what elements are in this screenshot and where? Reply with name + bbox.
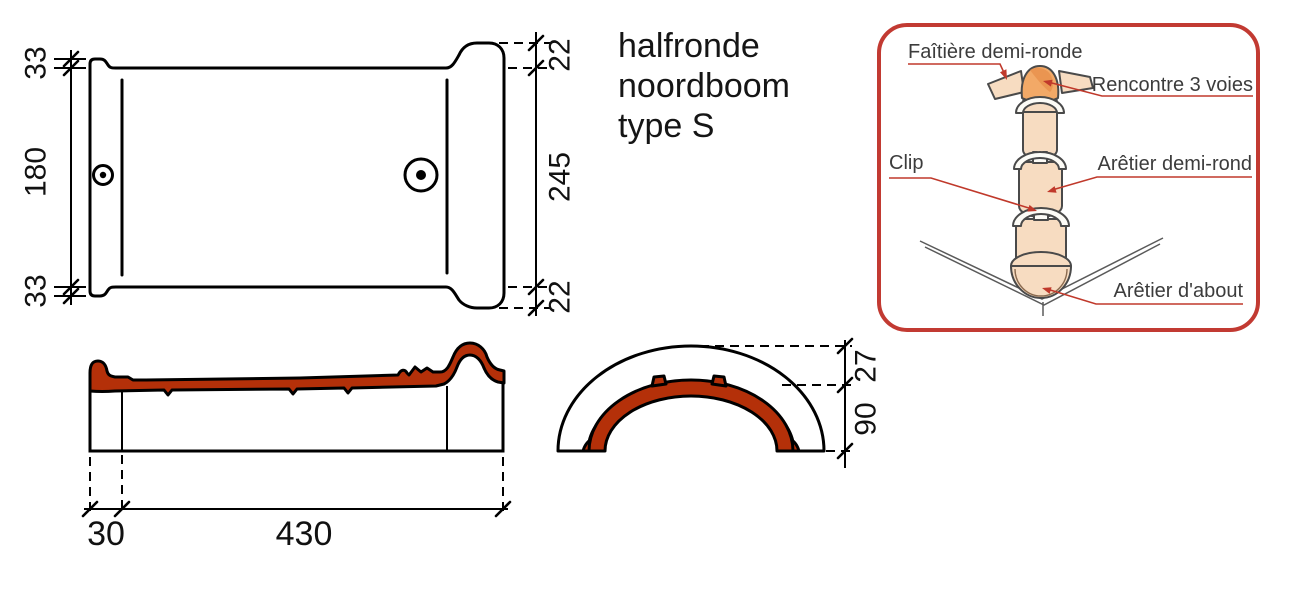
panel-labels: Faîtière demi-ronde Rencontre 3 voies Cl… [889, 41, 1253, 302]
dim-plan-right-middle: 245 [544, 152, 577, 202]
section-dim: 27 90 [700, 337, 883, 468]
ridge-tile-run [987, 65, 1094, 299]
product-title: halfronde noordboom type S [618, 26, 790, 146]
roof-hip-lines [919, 237, 1164, 316]
section-view: 27 90 [556, 337, 883, 468]
dim-plan-left-top: 33 [20, 46, 53, 79]
plan-view: 33 180 33 22 245 22 [20, 32, 577, 317]
product-title-line2: noordboom [618, 67, 791, 105]
nail-hole-left-center [99, 171, 107, 179]
dim-plan-left-bottom: 33 [20, 274, 53, 307]
plan-dim-right: 22 245 22 [484, 32, 577, 317]
label-clip: Clip [889, 152, 923, 174]
side-glaze-profile [88, 341, 506, 397]
clip-band-2 [1013, 151, 1067, 170]
section-nub-right [710, 374, 728, 388]
side-body-fill [90, 373, 503, 451]
tick-marks [81, 500, 512, 518]
end-tile-rim [1014, 268, 1068, 297]
side-body-outline [88, 371, 505, 453]
side-dim: 30 430 [81, 455, 512, 553]
dim-plan-right-top: 22 [544, 38, 577, 71]
tick-marks [527, 34, 545, 317]
nail-hole-right-center [416, 170, 426, 180]
dim-side-overlap: 30 [87, 515, 125, 553]
label-aretier-demi-rond: Arêtier demi-rond [1097, 153, 1252, 175]
dim-plan-left-middle: 180 [20, 147, 53, 197]
leader-lines [889, 63, 1253, 305]
end-tile-face [1010, 265, 1072, 299]
info-panel: Faîtière demi-ronde Rencontre 3 voies Cl… [877, 23, 1260, 332]
side-view: 30 430 [81, 341, 512, 553]
dim-side-length: 430 [276, 515, 333, 553]
product-title-line1: halfronde [618, 27, 760, 65]
label-aretier-dabout: Arêtier d'about [1114, 280, 1244, 302]
product-title-line3: type S [618, 107, 715, 145]
clip-band-3 [1012, 207, 1070, 227]
label-rencontre: Rencontre 3 voies [1092, 74, 1253, 96]
plan-dim-left: 33 180 33 [20, 46, 86, 308]
dim-section-height: 90 [850, 402, 883, 435]
panel-border [877, 23, 1260, 332]
junction-dome-shade [1030, 67, 1053, 92]
dim-plan-right-bottom: 22 [544, 280, 577, 313]
clip-band-1 [1015, 96, 1065, 114]
section-glaze-band [587, 378, 795, 453]
label-faitiere: Faîtière demi-ronde [908, 41, 1083, 63]
tick-marks [62, 50, 80, 305]
dim-section-thickness: 27 [850, 349, 883, 382]
section-nub-left [650, 374, 668, 388]
plan-tile-outline [88, 41, 506, 310]
tick-marks [836, 337, 854, 460]
